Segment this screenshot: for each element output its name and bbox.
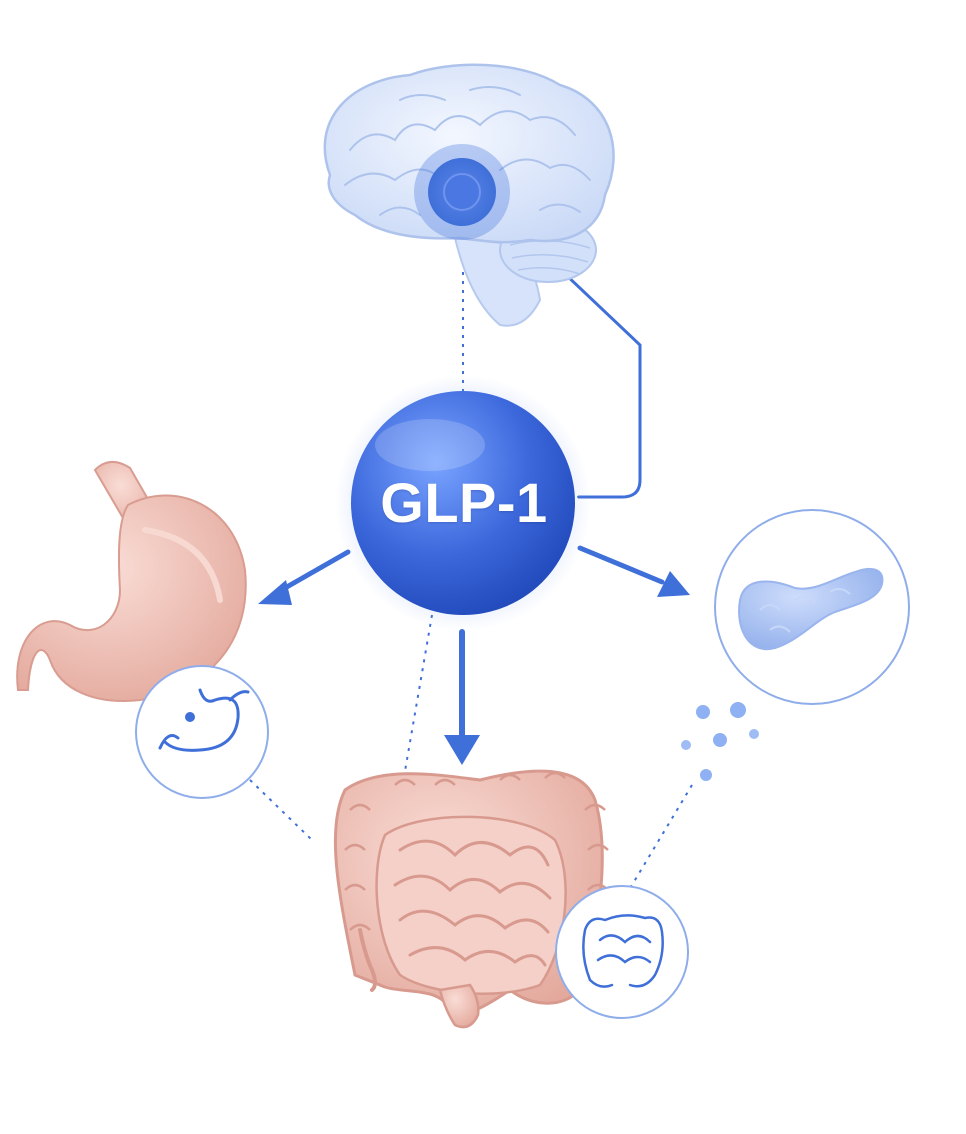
arrow-to-pancreas-head — [657, 571, 690, 597]
arrow-to-stomach — [275, 549, 351, 595]
intestine-badge — [555, 885, 689, 1019]
intestine-outline-icon — [582, 914, 664, 988]
stomach-shading — [142, 527, 223, 603]
intestines-illustration — [333, 769, 609, 1029]
small-intestine-coils — [393, 839, 552, 967]
intestine-badge-circle — [555, 885, 689, 1019]
arrow-to-stomach-head — [258, 580, 292, 605]
insulin-dots — [681, 702, 759, 781]
glp-1-sphere — [351, 391, 575, 615]
insulin-dot — [730, 702, 746, 718]
brain-cerebrum — [323, 63, 615, 244]
stomach-badge-dot — [185, 712, 195, 722]
brain-hub-solid-line — [485, 198, 642, 499]
stomach-badge-dotted-line — [249, 779, 313, 841]
large-intestine-haustra — [344, 771, 609, 931]
pancreas-badge — [714, 509, 910, 705]
stomach-illustration — [16, 461, 247, 702]
insulin-dot — [749, 729, 759, 739]
insulin-dot — [696, 705, 710, 719]
stomach-badge — [135, 665, 269, 799]
pancreas-illustration — [738, 567, 884, 651]
insulin-dot — [681, 740, 691, 750]
hub-intestine-dotted-line — [399, 614, 433, 801]
brain-target-core — [443, 173, 481, 211]
hub-highlight — [375, 419, 485, 471]
insulin-dot — [713, 733, 727, 747]
pancreas-texture — [759, 588, 851, 633]
rectum — [438, 983, 480, 1029]
hub — [335, 375, 591, 631]
appendix — [358, 928, 377, 992]
brain-illustration — [323, 63, 615, 327]
arrow-to-pancreas — [577, 545, 665, 585]
arrows — [258, 545, 690, 765]
arrow-to-intestine-head — [444, 735, 480, 765]
stomach-outline-icon — [158, 688, 250, 752]
insulin-dot — [700, 769, 712, 781]
brain-gyri — [344, 85, 591, 216]
stomach-badge-circle — [135, 665, 269, 799]
